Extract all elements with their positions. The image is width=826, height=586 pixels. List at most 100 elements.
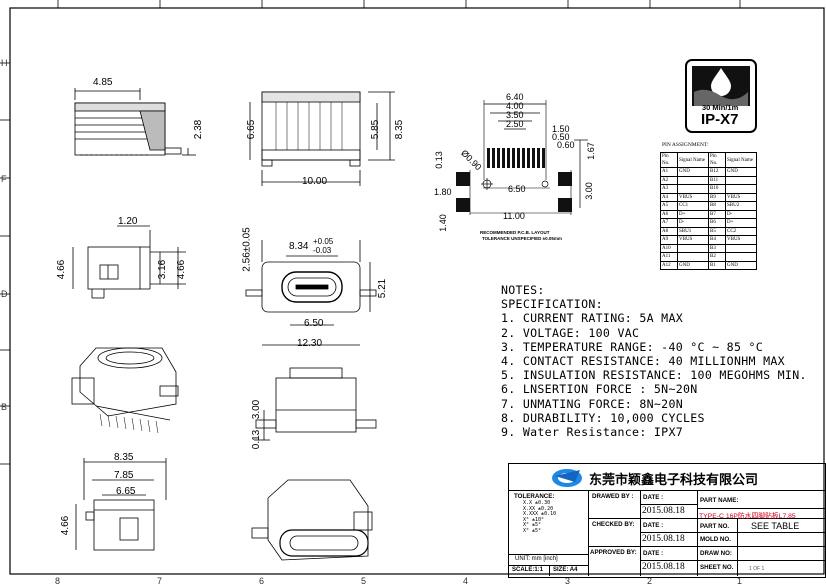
pin-number-cell: B8 [708,201,726,211]
zone-letter: D [1,289,8,299]
title-block: 东莞市颖鑫电子科技有限公司 TOLERANCE: X.X ±0.30 X.XX … [508,463,826,578]
pin-number-cell: A2 [660,175,678,185]
spec-line: 8. DURABILITY: 10,000 CYCLES [501,410,705,425]
signal-name-cell: D- [677,218,709,228]
signal-name-cell: VBUS [677,192,709,202]
signal-name-cell: GND [677,260,709,270]
table-row: A10 B3 [660,243,757,253]
part-name-label: PART NAME: [700,497,739,504]
zone-letter: F [1,174,7,184]
dim-label: 3.50 [506,110,524,120]
dim-label: 0.13 [251,429,263,450]
dim-label: 4.66 [60,515,72,536]
date-label: DATE : [643,494,664,501]
pin-number-cell: A8 [660,226,678,236]
date-label: DATE : [643,550,664,557]
dim-label: 1.20 [118,216,138,227]
spec-line: 4. CONTACT RESISTANCE: 40 MILLIONHM MAX [501,354,785,369]
column-header: Pin No. [660,152,678,168]
part-name-value: TYPE-C 16P防水四脚贴板L7.85 [699,513,796,520]
size-label: SIZE: A4 [553,567,578,573]
pcb-note: RECOMMENDED P.C.B. LAYOUT [480,230,550,235]
dim-label: 2.56±0.05 [241,227,253,272]
signal-name-cell: D+ [677,209,709,219]
sheet-no-label: SHEET NO. [700,564,734,571]
scale-label: SCALE:1:1 [512,567,544,573]
dim-label: 8.34 [289,241,309,252]
part-no-value: SEE TABLE [751,521,800,531]
signal-name-cell [725,243,757,253]
pin-number-cell: B3 [708,243,726,253]
pin-number-cell: A3 [660,184,678,194]
spec-line: 5. INSULATION RESISTANCE: 100 MEGOHMS MI… [501,368,807,383]
pin-number-cell: A4 [660,192,678,202]
pin-number-cell: B7 [708,209,726,219]
zone-number: 7 [157,576,163,586]
signal-name-cell [677,175,709,185]
dim-label: 2.50 [506,119,524,129]
dim-label: 0.60 [557,140,575,150]
table-row: A3 B10 [660,184,757,194]
dim-label: 1.80 [434,187,452,197]
dim-label: 4.66 [176,259,188,280]
column-header: Signal Name [677,152,709,168]
part-no-label: PART NO. [700,523,730,530]
dim-label: 7.85 [114,470,134,481]
drawn-by-label: DRAWED BY : [592,493,634,500]
date-value: 2015.08.18 [642,562,685,572]
dim-label: 1.50 [552,124,570,134]
tolerance-label: TOLERANCE: [514,493,555,500]
signal-name-cell [677,243,709,253]
column-header: Signal Name [725,152,757,168]
dim-label: 6.50 [508,184,526,194]
dim-label: 4.66 [56,259,68,280]
dim-label: 5.85 [370,119,382,140]
zone-number: 5 [361,576,367,586]
signal-name-cell: SBU2 [725,201,757,211]
pin-assignment-table: Pin No. Signal Name Pin No. Signal Name … [660,152,757,270]
zone-number: 4 [463,576,469,586]
pin-assignment-title: PIN ASSIGNMENT: [662,142,709,148]
pin-number-cell: B4 [708,235,726,245]
pin-number-cell: B5 [708,226,726,236]
ip-rating-label: IP-X7 [701,111,739,128]
signal-name-cell: D- [725,209,757,219]
date-label: DATE : [643,522,664,529]
date-value: 2015.08.18 [642,534,685,544]
signal-name-cell: VBUS [725,192,757,202]
dim-label: 6.65 [246,119,258,140]
spec-heading: SPECIFICATION: [501,297,603,312]
signal-name-cell [725,184,757,194]
table-header-row: Pin No. Signal Name Pin No. Signal Name [660,152,757,168]
draw-no-label: DRAW NO: [700,550,732,557]
pin-number-cell: B12 [708,167,726,177]
dim-label: 11.00 [503,211,525,221]
port-front-view [245,240,377,346]
dim-label: 8.35 [114,452,134,463]
signal-name-cell: VBUS [677,235,709,245]
signal-name-cell: D+ [725,218,757,228]
dim-label: 6.40 [506,92,524,102]
pin-number-cell: A10 [660,243,678,253]
zone-number: 3 [565,576,571,586]
dim-label: 1.40 [437,214,448,232]
column-header: Pin No. [708,152,726,168]
pin-number-cell: A5 [660,201,678,211]
spec-line: 3. TEMPERATURE RANGE: -40 °C ~ 85 °C [501,339,764,354]
spec-line: 1. CURRENT RATING: 5A MAX [501,311,684,326]
signal-name-cell: GND [725,260,757,270]
signal-name-cell [677,184,709,194]
dim-label: 3.00 [251,399,263,420]
signal-name-cell: CC1 [677,201,709,211]
pin-number-cell: B10 [708,184,726,194]
iso-view-bottom [251,479,373,561]
dim-label: 12.30 [297,338,323,349]
checked-by-label: CHECKED BY: [592,521,635,528]
